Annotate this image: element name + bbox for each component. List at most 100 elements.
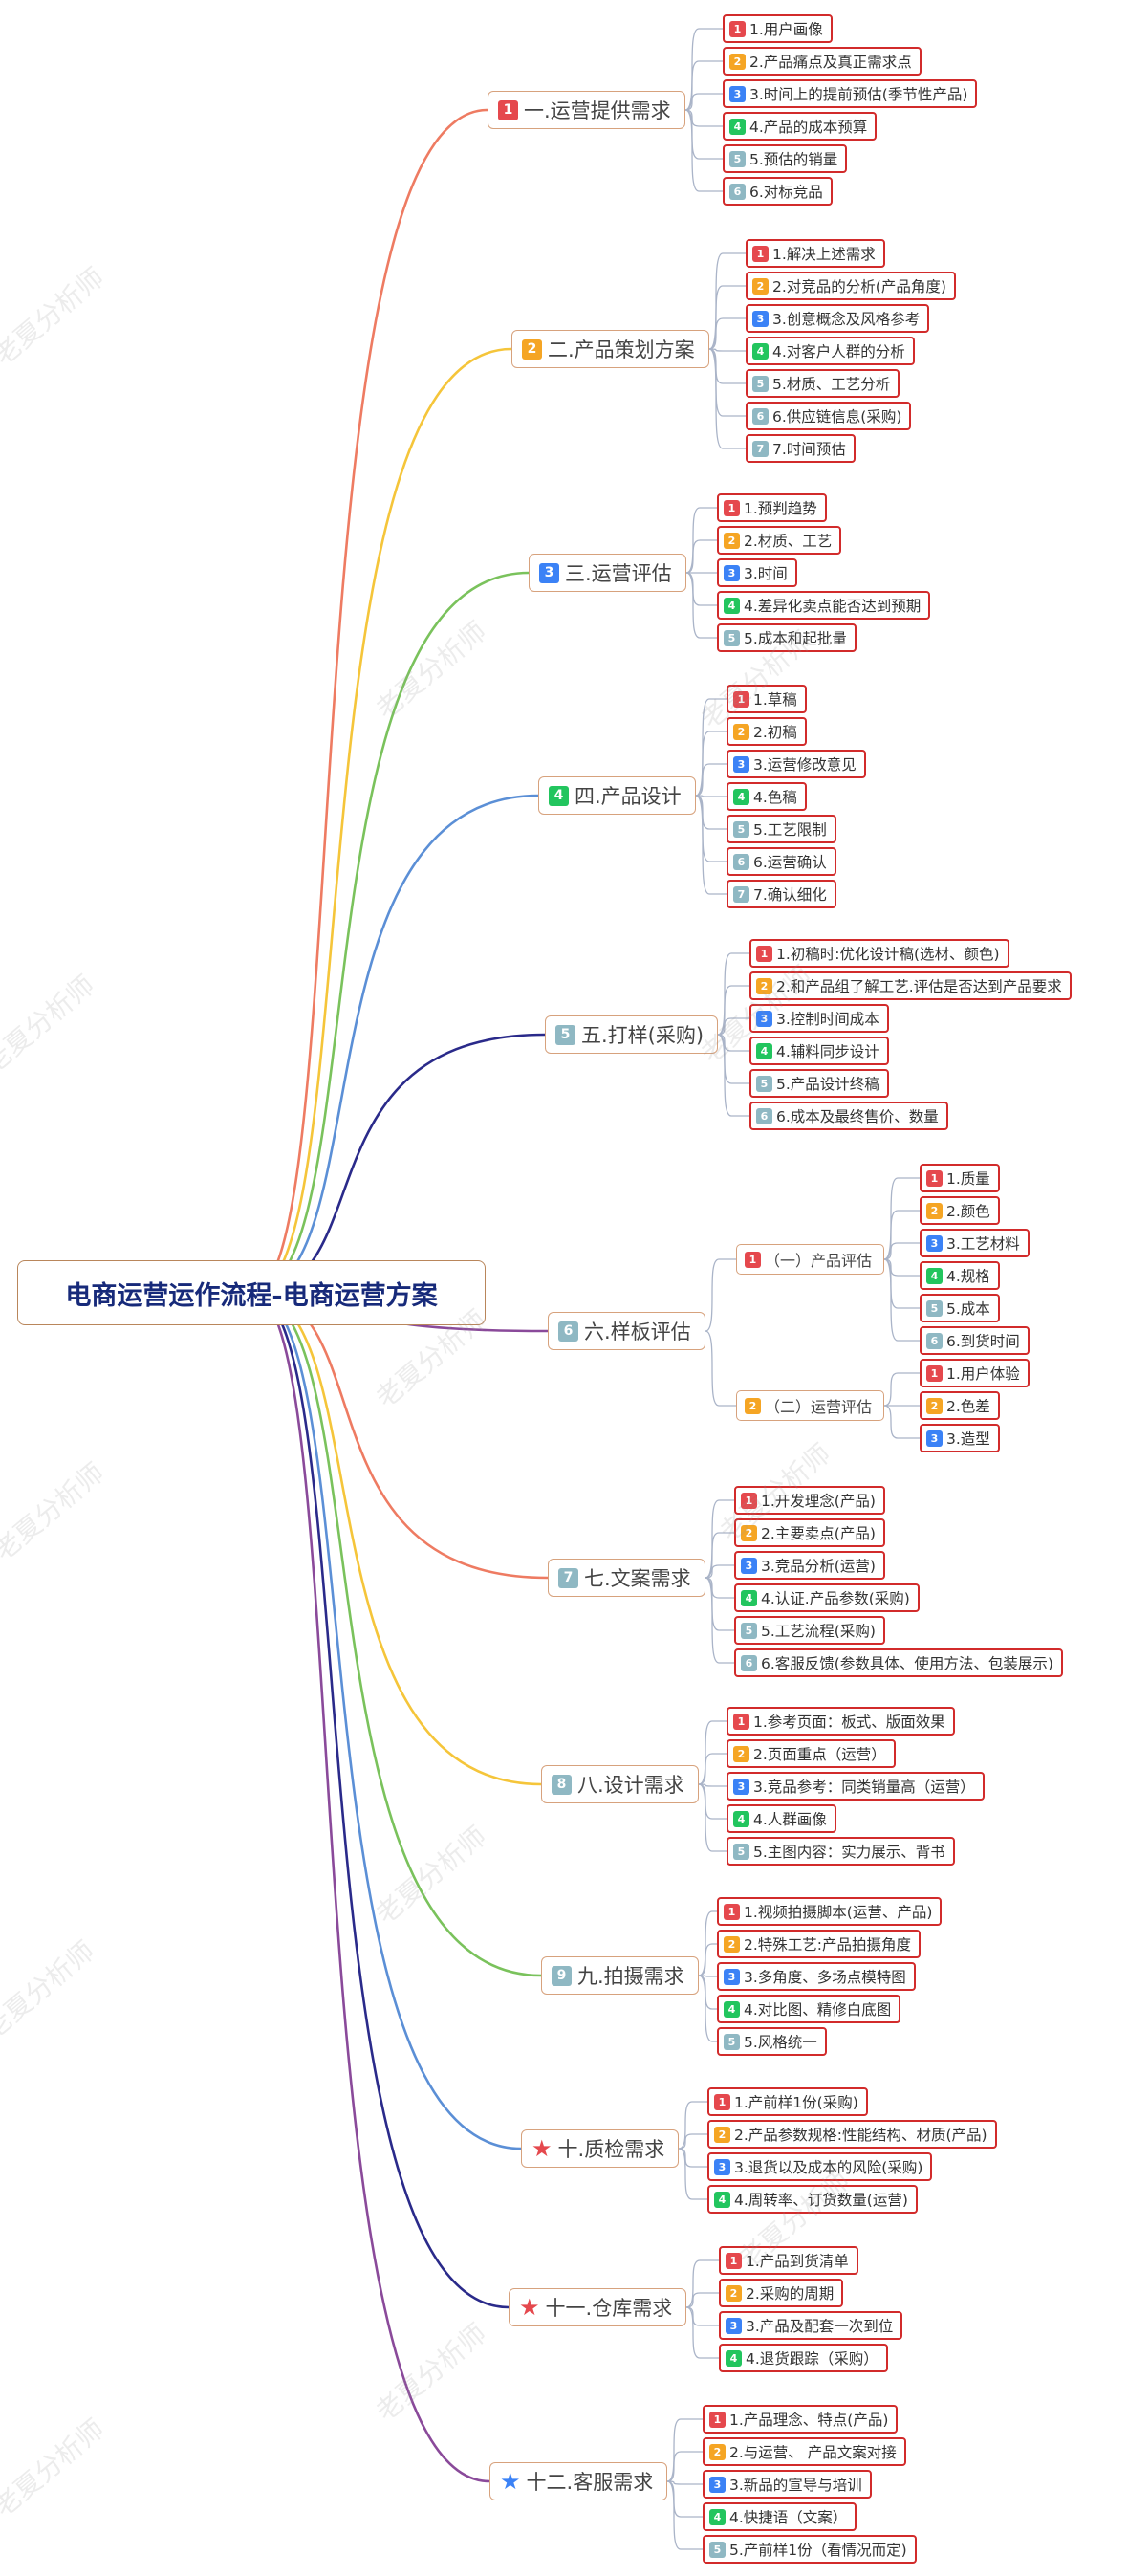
sub-node-label: （一）产品评估 bbox=[765, 1252, 873, 1270]
leaf-node-label: 5.主图内容：实力展示、背书 bbox=[753, 1844, 945, 1861]
number-badge: 5 bbox=[733, 1843, 749, 1860]
branch-node[interactable]: ★十一.仓库需求 bbox=[509, 2288, 687, 2326]
branch-link bbox=[250, 794, 539, 1295]
leaf-link bbox=[684, 60, 723, 111]
number-badge: 9 bbox=[552, 1965, 572, 1986]
sub-node[interactable]: 2（二）运营评估 bbox=[736, 1390, 885, 1421]
leaf-node-label: 2.初稿 bbox=[753, 724, 797, 741]
root-node[interactable]: 电商运营运作流程-电商运营方案 bbox=[17, 1260, 486, 1325]
branch-node[interactable]: ★十.质检需求 bbox=[521, 2129, 680, 2168]
leaf-node-label: 1.草稿 bbox=[753, 691, 797, 709]
branch-node[interactable]: ★十二.客服需求 bbox=[489, 2462, 668, 2500]
leaf-link bbox=[708, 252, 746, 350]
branch-link bbox=[250, 571, 530, 1295]
number-badge: 4 bbox=[549, 785, 569, 806]
branch-node-label: 八.设计需求 bbox=[577, 1774, 684, 1797]
branch-link bbox=[250, 1291, 490, 2483]
leaf-node-label: 6.对标竞品 bbox=[749, 184, 823, 201]
number-badge: 4 bbox=[714, 2191, 730, 2208]
sub-node[interactable]: 1（一）产品评估 bbox=[736, 1244, 885, 1275]
leaf-node-label: 3.新品的宣导与培训 bbox=[729, 2477, 862, 2494]
